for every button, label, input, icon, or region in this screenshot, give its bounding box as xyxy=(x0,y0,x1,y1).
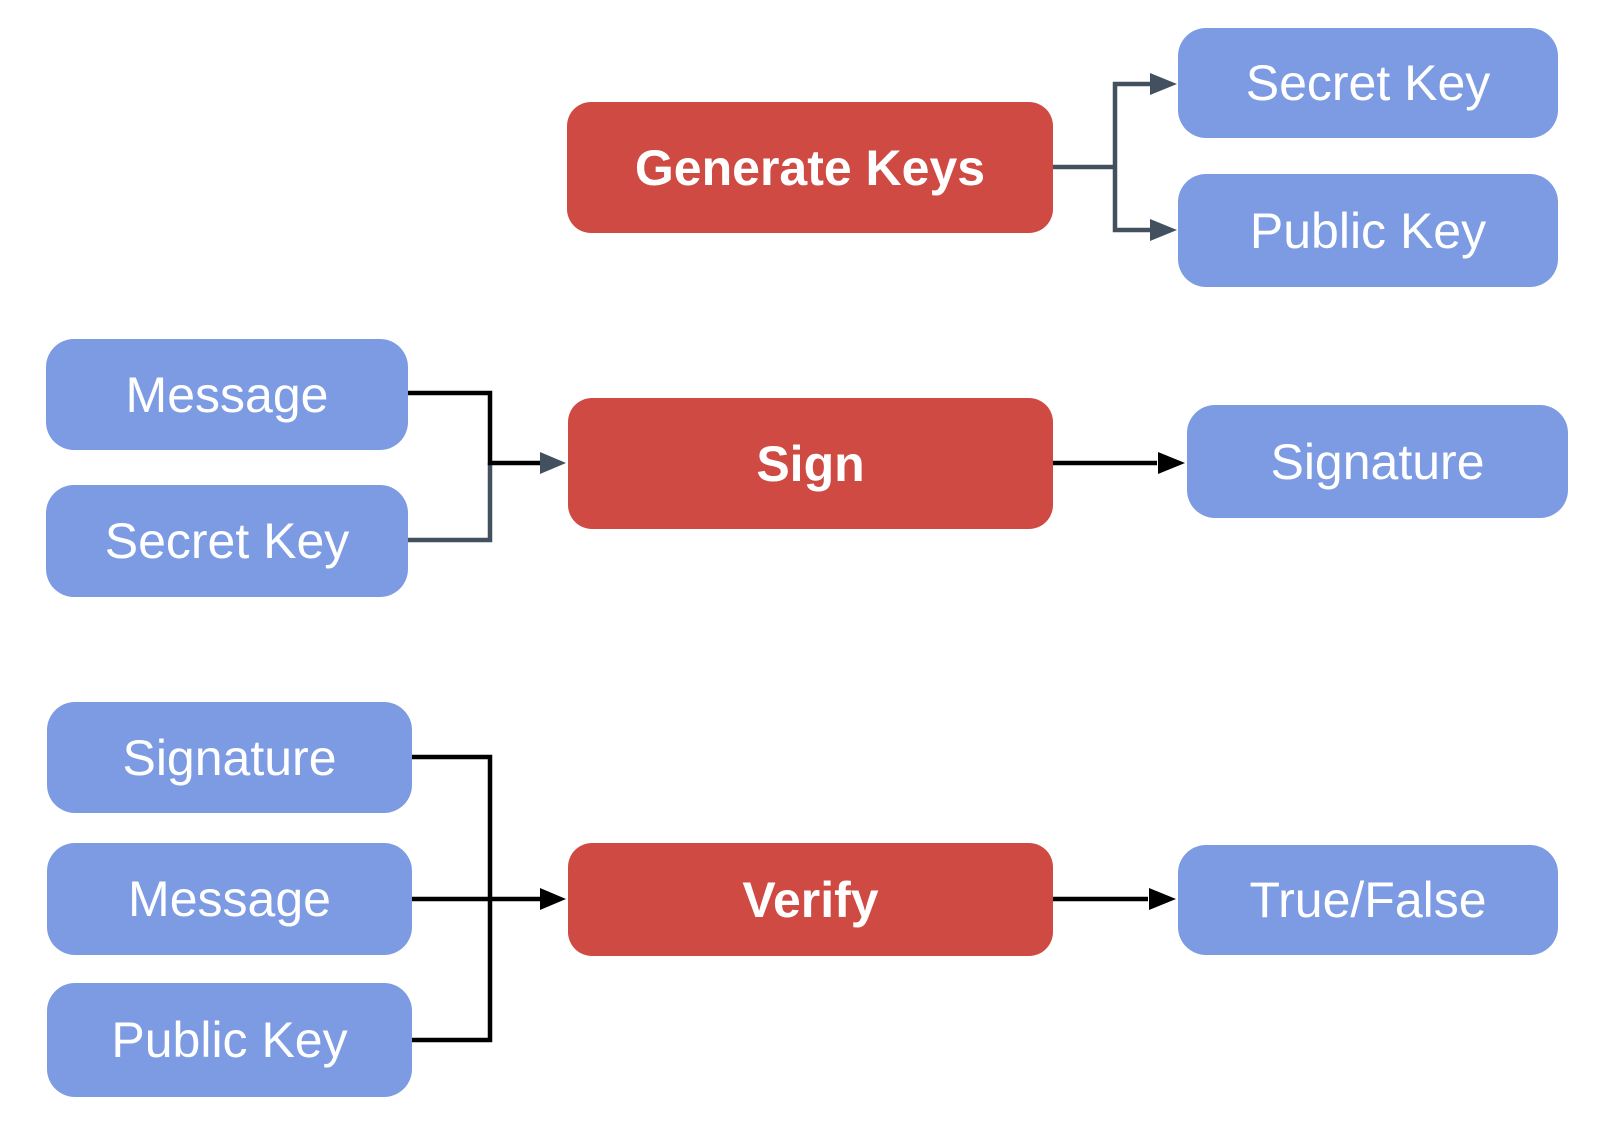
node-secret-key-output-label: Secret Key xyxy=(1245,55,1491,111)
node-generate-keys: Generate Keys xyxy=(567,102,1053,233)
node-message-verify-input-label: Message xyxy=(128,871,331,927)
connector-message-to-sign xyxy=(408,390,544,466)
arrowhead-to-signature xyxy=(1158,452,1185,474)
node-sign: Sign xyxy=(568,398,1053,529)
node-public-key-output-label: Public Key xyxy=(1249,202,1487,259)
node-true-false: True/False xyxy=(1178,845,1558,955)
connector-secret-key-to-sign xyxy=(408,463,493,543)
arrowhead-to-verify xyxy=(540,888,566,910)
node-true-false-label: True/False xyxy=(1249,872,1487,928)
node-message-sign-input: Message xyxy=(46,339,408,450)
node-secret-key-sign-input-label: Secret Key xyxy=(104,513,350,569)
node-secret-key-sign-input: Secret Key xyxy=(46,485,408,597)
node-sign-label: Sign xyxy=(756,435,865,492)
arrowhead-to-true-false xyxy=(1149,888,1176,910)
node-message-verify-input: Message xyxy=(47,843,412,955)
node-public-key-verify-input: Public Key xyxy=(47,983,412,1097)
node-generate-keys-label: Generate Keys xyxy=(634,139,986,196)
connector-generate-keys-fork xyxy=(1053,81,1152,233)
arrowhead-to-secret-key xyxy=(1150,73,1177,95)
node-message-sign-input-label: Message xyxy=(125,366,329,423)
node-public-key-output: Public Key xyxy=(1178,174,1558,287)
node-secret-key-output: Secret Key xyxy=(1178,28,1558,138)
node-signature-output: Signature xyxy=(1187,405,1568,518)
node-signature-verify-input-label: Signature xyxy=(122,729,337,786)
arrowhead-to-public-key xyxy=(1150,219,1177,241)
arrowhead-to-sign xyxy=(540,452,566,474)
node-signature-output-label: Signature xyxy=(1270,433,1485,490)
node-signature-verify-input: Signature xyxy=(47,702,412,813)
node-verify: Verify xyxy=(568,843,1053,956)
node-public-key-verify-input-label: Public Key xyxy=(111,1012,348,1068)
node-verify-label: Verify xyxy=(742,871,879,928)
